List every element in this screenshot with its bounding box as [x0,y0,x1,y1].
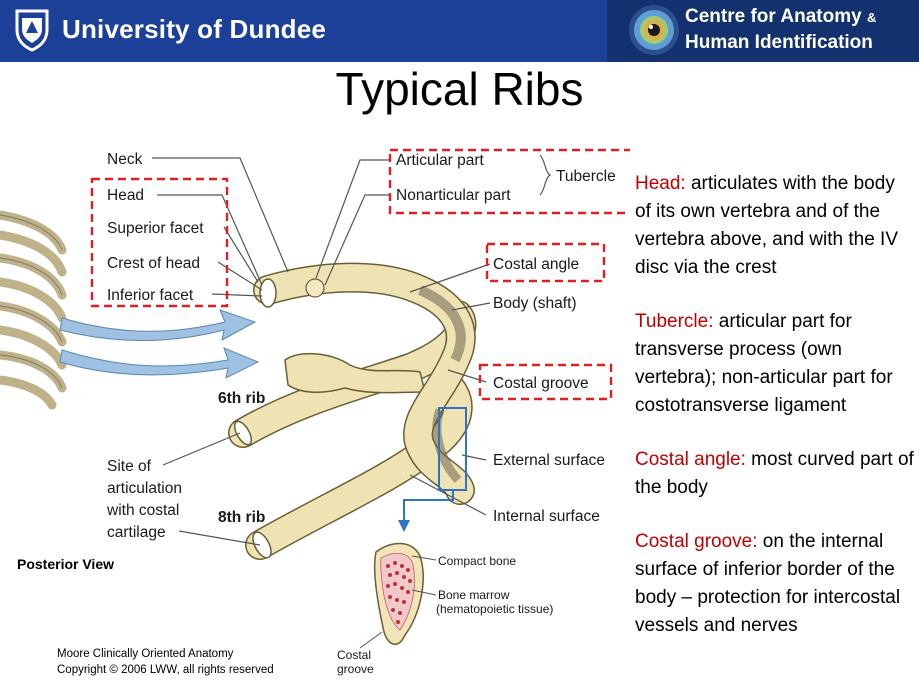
label-crest-of-head: Crest of head [107,255,200,272]
leader-lines [152,154,552,546]
label-6th-rib: 6th rib [218,390,265,407]
centre-name-line1: Centre for Anatomy & [685,6,877,27]
eye-iris-logo-icon [629,5,679,55]
label-hematopoietic: (hematopoietic tissue) [436,602,553,616]
posterior-view-label: Posterior View [17,556,115,572]
label-site-line-4: cartilage [107,524,166,541]
label-neck: Neck [107,151,143,168]
highlight-boxes [90,148,630,401]
credit-line-2: Copyright © 2006 LWW, all rights reserve… [57,664,274,676]
descriptions-panel: Head: articulates with the body of its o… [635,170,915,666]
desc-tubercle: Tubercle: articular part for transverse … [635,311,893,416]
credit-line-1: Moore Clinically Oriented Anatomy [57,648,234,660]
label-head: Head [107,187,144,204]
copyright-credit: Moore Clinically Oriented Anatomy Copyri… [57,646,274,678]
label-articular-part: Articular part [396,152,485,169]
label-body-shaft: Body (shaft) [493,295,577,312]
ribs-figure: Neck Head Superior facet Crest of head I… [0,148,630,676]
label-tubercle: Tubercle [556,168,616,185]
label-compact-bone: Compact bone [438,554,516,568]
arrow-to-lower-rib [59,347,260,379]
label-site-line-2: articulation [107,480,182,497]
label-inferior-facet: Inferior facet [107,287,194,304]
label-site-line-1: Site of [107,458,152,475]
centre-name-line2: Human Identification [685,32,873,53]
page-title: Typical Ribs [335,63,584,115]
label-external-surface: External surface [493,452,605,469]
label-8th-rib: 8th rib [218,509,265,526]
arrow-to-upper-rib [59,309,257,341]
label-costal-groove-small-1: Costal [337,648,371,662]
desc-costal-groove: Costal groove: on the internal surface o… [635,531,901,636]
desc-costal-angle: Costal angle: most curved part of the bo… [635,449,914,498]
label-internal-surface: Internal surface [493,508,600,525]
label-costal-angle: Costal angle [493,256,579,273]
university-crest-icon [15,9,49,52]
label-site-line-3: with costal [106,502,179,519]
desc-head: Head: articulates with the body of its o… [635,173,898,278]
label-bone-marrow: Bone marrow [438,588,510,602]
callout-arrow [403,490,454,525]
label-nonarticular-part: Nonarticular part [396,187,511,204]
label-superior-facet: Superior facet [107,220,204,237]
label-costal-groove-small-2: groove [337,662,374,676]
rib-cross-section [359,542,437,649]
ribcage-illustration [0,210,67,410]
university-name: University of Dundee [62,14,327,44]
label-costal-groove: Costal groove [493,375,589,392]
